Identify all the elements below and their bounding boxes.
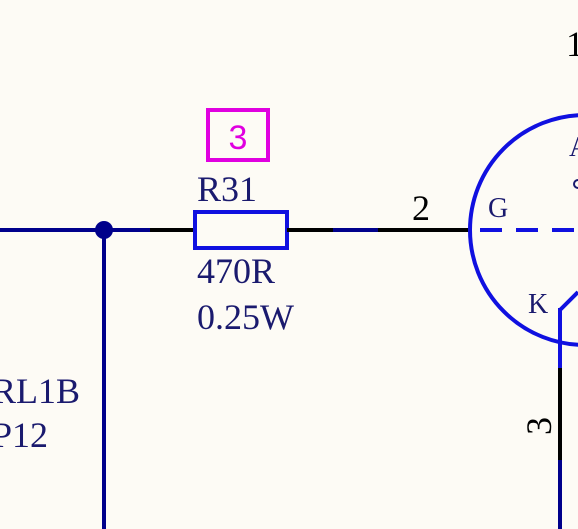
thyristor-cathode-diagonal	[558, 290, 578, 312]
thyristor-anode-label: A	[569, 132, 578, 163]
resistor-value: 470R	[197, 251, 275, 291]
thyristor-gate-label: G	[488, 193, 508, 224]
resistor-ref: R31	[197, 169, 257, 209]
gate-pin-number: 2	[412, 188, 430, 228]
net-label-line2: P12	[0, 415, 48, 455]
thyristor-cathode-label: K	[528, 289, 548, 320]
designator-marker-text: 3	[229, 119, 248, 157]
net-label-line1: RL1B	[0, 371, 80, 411]
resistor-power: 0.25W	[197, 297, 294, 337]
thyristor-body[interactable]	[468, 113, 578, 347]
resistor-body[interactable]	[193, 210, 289, 250]
anode-pin-number: 1	[566, 24, 578, 64]
cathode-pin-number: 3	[519, 417, 559, 435]
designator-marker-box	[206, 108, 270, 162]
thyristor-partial-glyph	[573, 179, 578, 189]
